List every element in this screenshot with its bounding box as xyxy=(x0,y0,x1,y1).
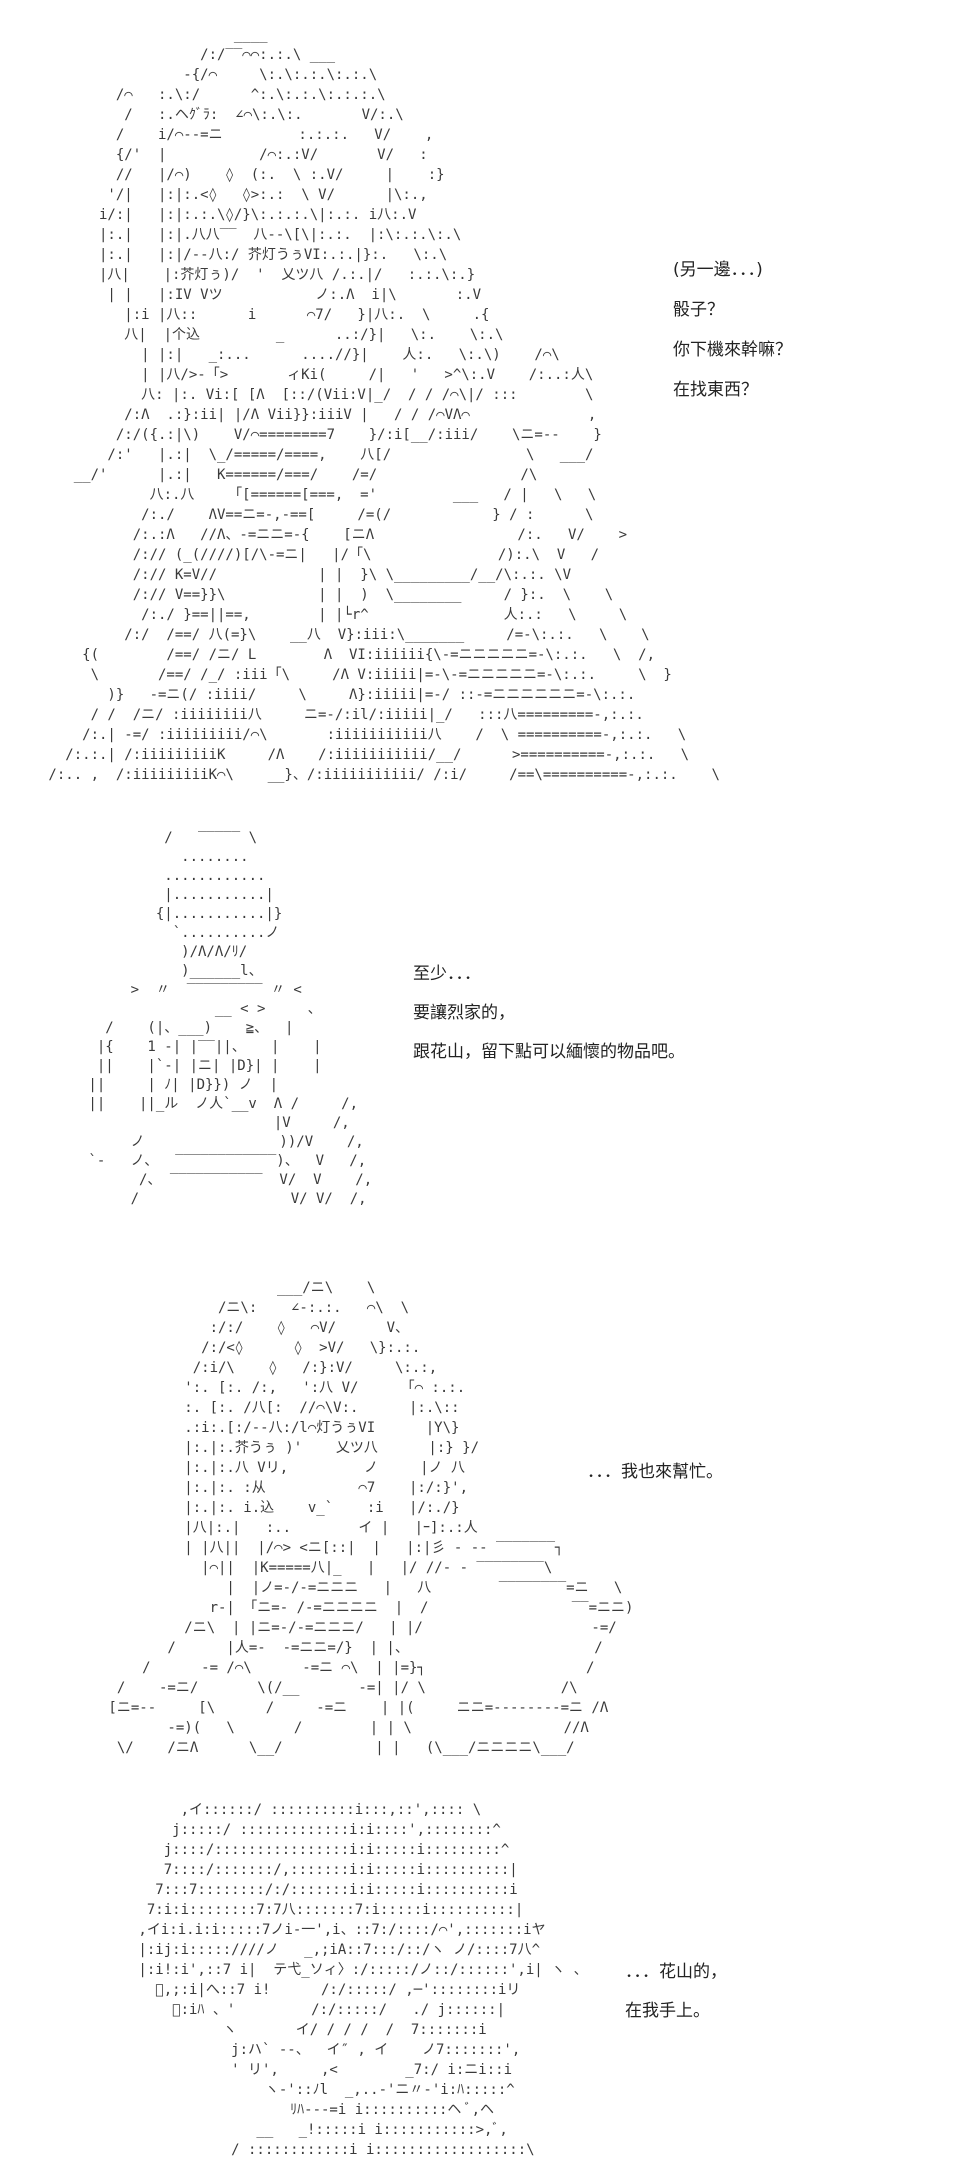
ascii-art-girl-holding-object: ____ /:/‾‾⌒⌒:.:.\ ___ -{/⌒ \:.\:.:.\:.:.… xyxy=(48,27,720,783)
ascii-art-masked-character: / ‾‾‾‾‾ \ ........ ............ |.......… xyxy=(88,830,373,1207)
ascii-art-girl-carrying-box: ___/ニ\ \ /ニ\: ∠‐:.:. ⌒\ \ :/:/ ◊ ⌒V/ V、 … xyxy=(108,1280,634,1756)
dialogue-line: 在找東西？ xyxy=(673,380,758,400)
dialogue-box: ．．．我也來幫忙。 xyxy=(587,1452,723,1492)
dialogue-box: ．．．花山的， 在我手上。 xyxy=(625,1953,727,2031)
dialogue-line: 跟花山，留下點可以緬懷的物品吧。 xyxy=(413,1042,685,1062)
dialogue-line: 至少．．． xyxy=(413,964,481,984)
dialogue-line: 骰子？ xyxy=(673,300,724,320)
ascii-art-long-haired-character: ,イ::::::/ ::::::::::i:::,::',:::: \ j:::… xyxy=(138,1802,588,2158)
dialogue-line: 你下機來幹嘛？ xyxy=(673,340,792,360)
dialogue-box: (另一邊．．．) 骰子？ 你下機來幹嘛？ 在找東西？ xyxy=(673,250,792,410)
dialogue-line: 要讓烈家的， xyxy=(413,1003,515,1023)
dialogue-line: 在我手上。 xyxy=(625,2001,710,2021)
dialogue-line: (另一邊．．．) xyxy=(673,260,763,280)
dialogue-box: 至少．．． 要讓烈家的， 跟花山，留下點可以緬懷的物品吧。 xyxy=(413,955,685,1072)
dialogue-line: ．．．花山的， xyxy=(625,1962,727,1982)
dialogue-line: ．．．我也來幫忙。 xyxy=(587,1462,723,1482)
